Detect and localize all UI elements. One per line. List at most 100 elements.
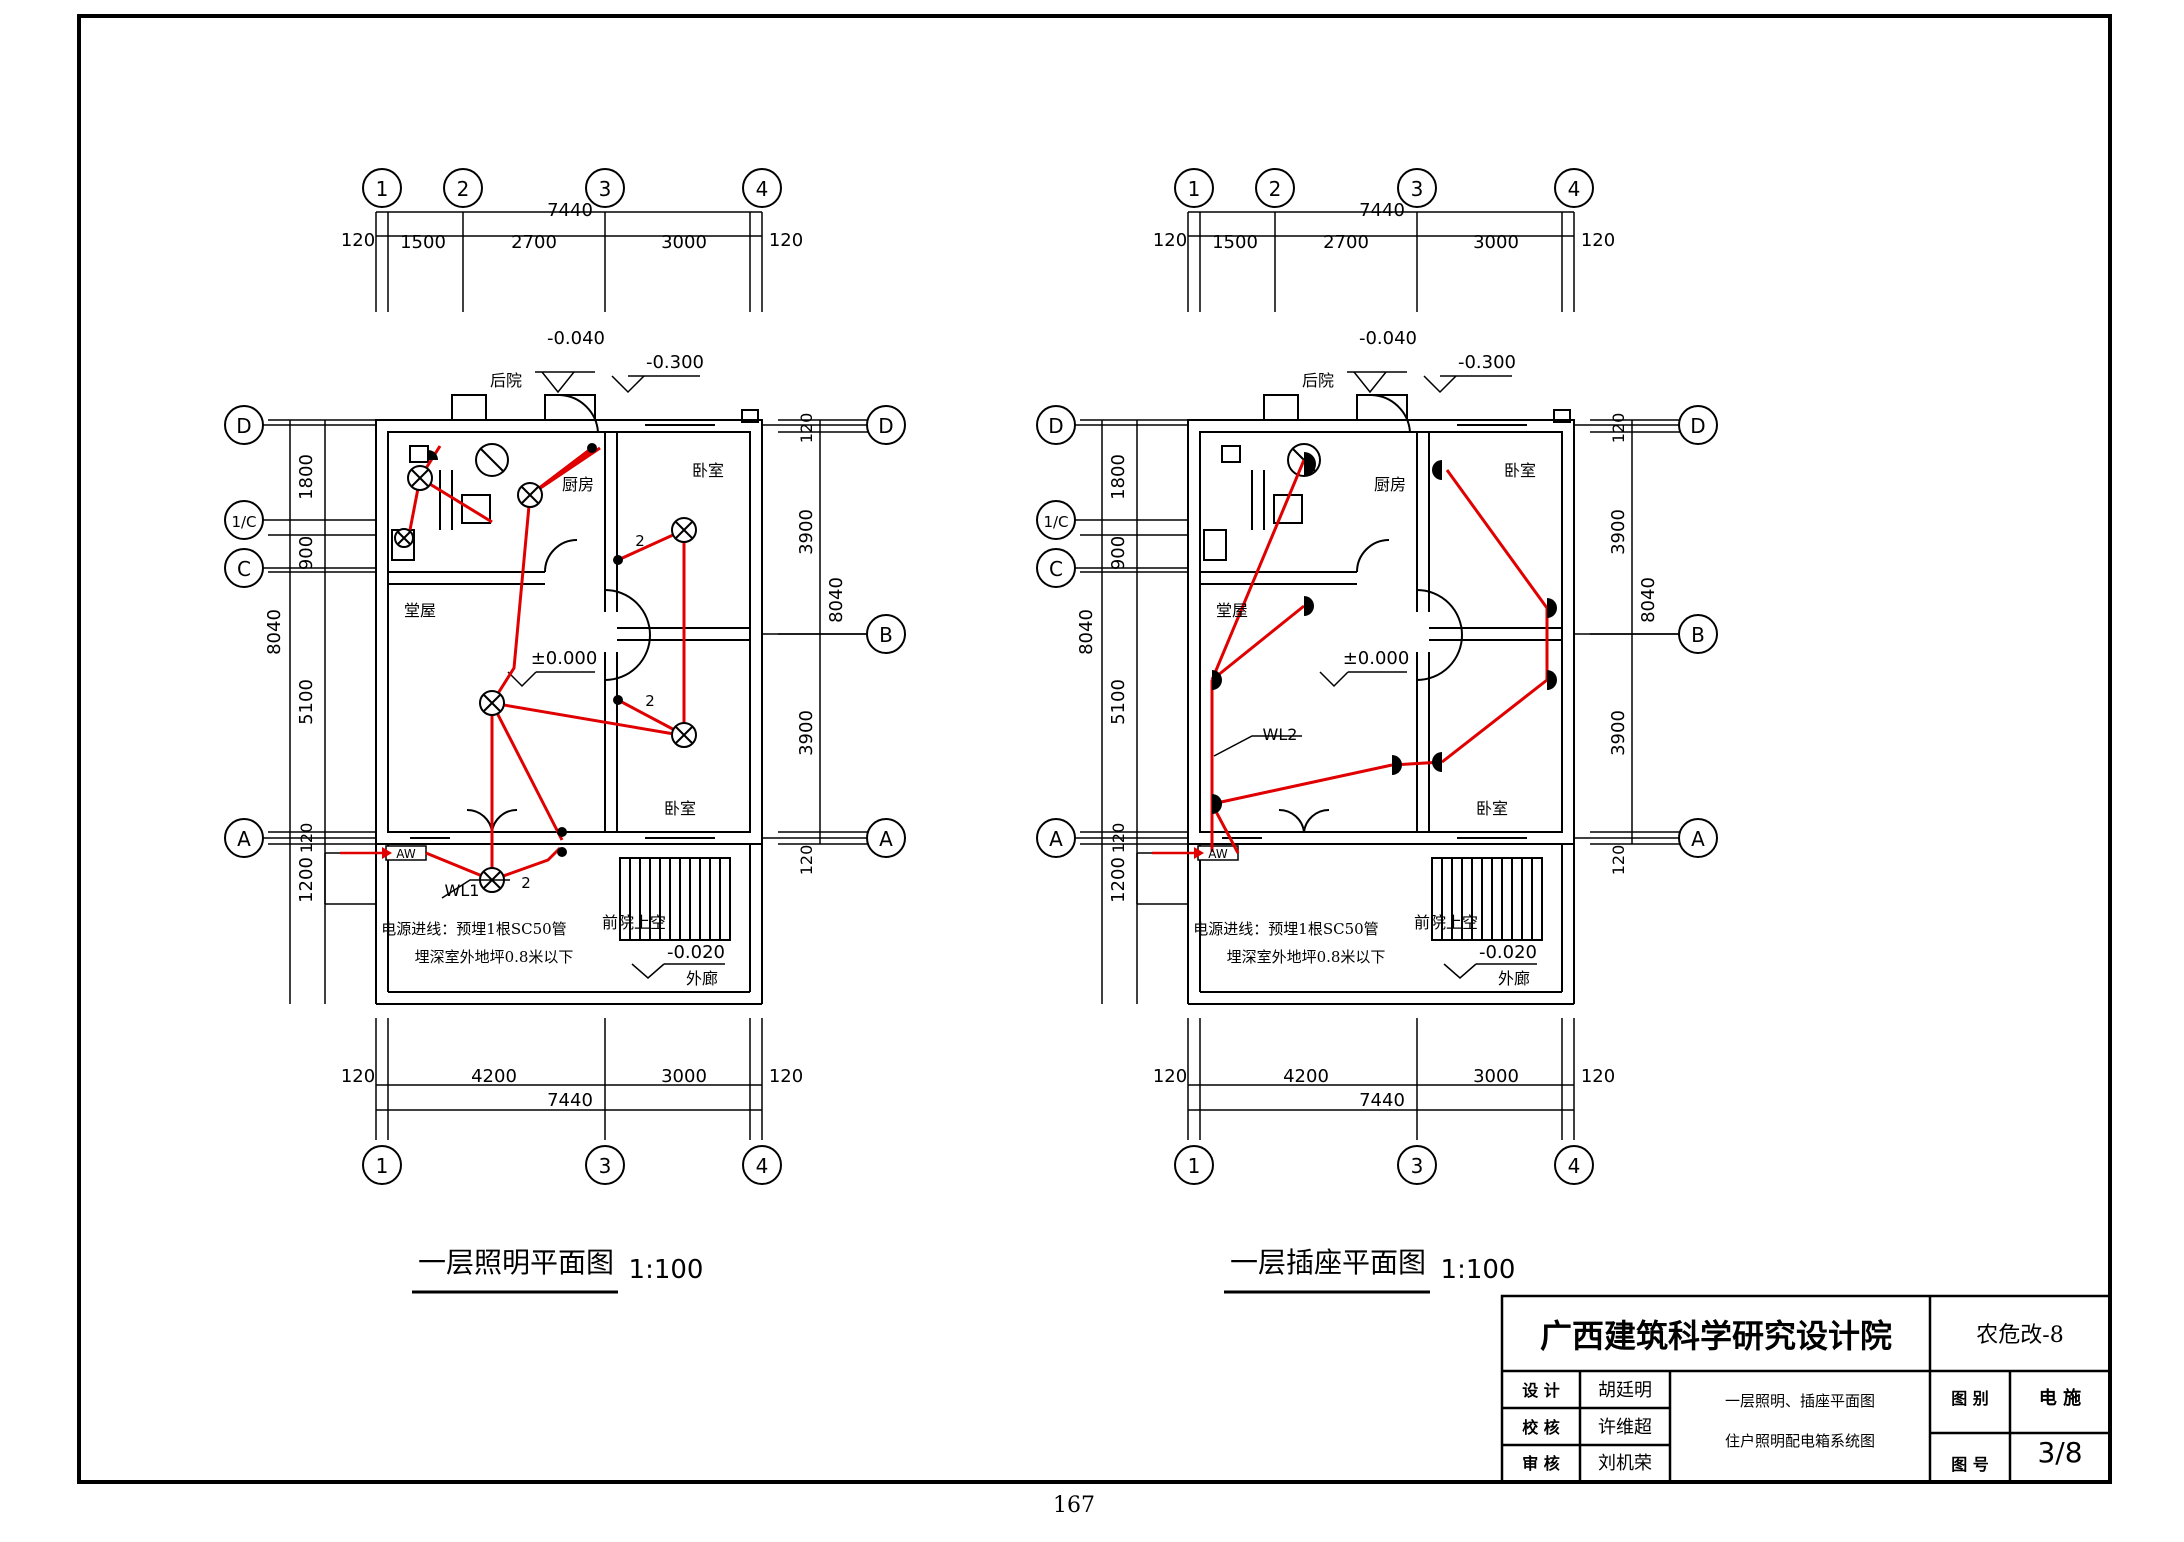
grid-label: 4 xyxy=(756,177,769,201)
socket-plan-text: 1 2 3 4 1 3 4 D 1/C C A D B A 120 1500 2… xyxy=(1043,177,1705,1285)
dim: 120 xyxy=(769,1066,803,1087)
panel-label: AW xyxy=(396,847,416,861)
room-label: 卧室 xyxy=(1476,799,1508,818)
dim: 4200 xyxy=(471,1066,517,1087)
dim: 5100 xyxy=(296,679,317,725)
elevation: -0.300 xyxy=(646,352,704,373)
ceiling-lamps xyxy=(394,465,697,893)
room-label: 堂屋 xyxy=(404,601,436,620)
dim: 120 xyxy=(1109,823,1128,854)
grid-label: 1/C xyxy=(231,513,256,531)
dim: 120 xyxy=(797,845,816,876)
dim-total: 8040 xyxy=(1076,609,1097,655)
dim: 120 xyxy=(1581,230,1615,251)
dim: 5100 xyxy=(1108,679,1129,725)
grid-label: 1 xyxy=(376,1154,389,1178)
socket-icon xyxy=(1304,596,1314,616)
dim: 2700 xyxy=(1323,232,1369,253)
dim: 3000 xyxy=(1473,232,1519,253)
dim: 1800 xyxy=(1108,454,1129,500)
room-label: 卧室 xyxy=(664,799,696,818)
switch-icon xyxy=(587,443,597,453)
drawing-title-2: 住户照明配电箱系统图 xyxy=(1725,1432,1875,1450)
switch-icon xyxy=(613,555,623,565)
note: 埋深室外地坪0.8米以下 xyxy=(415,948,574,966)
socket-icon xyxy=(1547,598,1557,618)
socket-icon xyxy=(1547,670,1557,690)
grid-label: B xyxy=(1691,623,1705,647)
dim: 3000 xyxy=(661,1066,707,1087)
plan-scale: 1:100 xyxy=(629,1255,704,1285)
dim: 120 xyxy=(297,823,316,854)
grid-label: B xyxy=(879,623,893,647)
dim: 1500 xyxy=(1212,232,1258,253)
lamp-icon xyxy=(671,517,697,543)
sheet-border xyxy=(77,14,2112,1484)
drawing-title-1: 一层照明、插座平面图 xyxy=(1725,1392,1875,1410)
room-label: 堂屋 xyxy=(1216,601,1248,620)
plan-title: 一层插座平面图 xyxy=(1230,1246,1426,1279)
grid-label: A xyxy=(1049,827,1063,851)
page-number: 167 xyxy=(1053,1493,1095,1518)
socket-icon xyxy=(1432,460,1442,480)
grid-label: D xyxy=(1690,414,1705,438)
grid-label: 1/C xyxy=(1043,513,1068,531)
grid-label: 1 xyxy=(1188,177,1201,201)
socket-outlets xyxy=(1212,452,1557,814)
elevation: ±0.000 xyxy=(1343,648,1410,669)
elevation: ±0.000 xyxy=(531,648,598,669)
design-name: 胡廷明 xyxy=(1598,1380,1652,1401)
lighting-plan-text: 1 2 3 4 1 3 4 D 1/C C A D B A 120 1500 2… xyxy=(231,177,893,1285)
grid-label: 1 xyxy=(1188,1154,1201,1178)
dim: 2700 xyxy=(511,232,557,253)
grid-label: 1 xyxy=(376,177,389,201)
switch-icon xyxy=(557,847,567,857)
number-label: 图 号 xyxy=(1951,1455,1989,1474)
dim: 120 xyxy=(797,413,816,444)
grid-label: D xyxy=(236,414,251,438)
room-label: 卧室 xyxy=(692,461,724,480)
dim: 120 xyxy=(341,1066,375,1087)
dim: 3900 xyxy=(796,710,817,756)
grid-label: 4 xyxy=(756,1154,769,1178)
elevation: -0.300 xyxy=(1458,352,1516,373)
socket-icon xyxy=(1212,794,1222,814)
category-value: 电 施 xyxy=(2039,1387,2081,1409)
dim: 3000 xyxy=(1473,1066,1519,1087)
grid-label: 2 xyxy=(1269,177,1282,201)
panel-label: AW xyxy=(1208,847,1228,861)
dim: 120 xyxy=(341,230,375,251)
title-block-text: 广西建筑科学研究设计院 农危改-8 设 计 胡廷明 校 核 许维超 审 核 刘机… xyxy=(1522,1317,2082,1474)
design-label: 设 计 xyxy=(1522,1381,1560,1400)
title-block xyxy=(1500,1294,2112,1484)
room-label: 前院上空 xyxy=(602,913,666,932)
dim-total: 7440 xyxy=(1359,1090,1405,1111)
review-name: 刘机荣 xyxy=(1598,1453,1652,1474)
dim-total: 7440 xyxy=(547,200,593,221)
dim: 1500 xyxy=(400,232,446,253)
grid-label: 3 xyxy=(599,177,612,201)
lamp-icon xyxy=(517,482,543,508)
dim: 1200 xyxy=(296,857,317,903)
project-code: 农危改-8 xyxy=(1976,1323,2063,1348)
plan-title: 一层照明平面图 xyxy=(418,1246,614,1279)
lamp-icon xyxy=(671,722,697,748)
dim: 120 xyxy=(1609,845,1628,876)
dim: 120 xyxy=(1153,230,1187,251)
room-label: 外廊 xyxy=(1498,969,1530,988)
dim: 3000 xyxy=(661,232,707,253)
socket-icon xyxy=(1392,755,1402,775)
socket-plan xyxy=(1035,167,1719,1294)
grid-label: C xyxy=(237,557,251,581)
plan-scale: 1:100 xyxy=(1441,1255,1516,1285)
grid-label: 3 xyxy=(599,1154,612,1178)
elevation: -0.020 xyxy=(1479,942,1537,963)
dim-total: 7440 xyxy=(547,1090,593,1111)
grid-label: A xyxy=(1691,827,1705,851)
room-label: 后院 xyxy=(1302,371,1334,390)
switch-count: 2 xyxy=(521,874,531,892)
circuit-label: WL2 xyxy=(1263,725,1298,744)
socket-icon xyxy=(1212,670,1222,690)
dim: 120 xyxy=(1609,413,1628,444)
